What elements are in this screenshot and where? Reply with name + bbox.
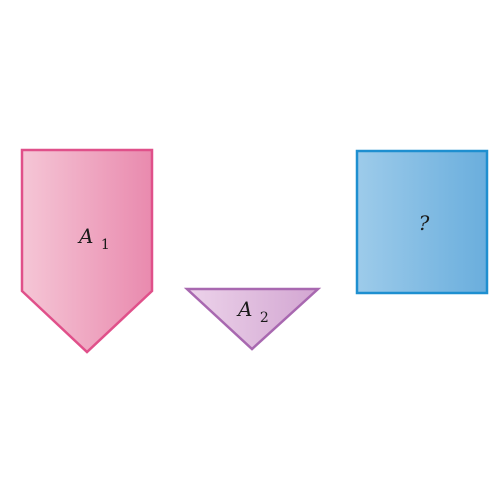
label-a1-main: A <box>77 224 93 248</box>
shape-unknown: ? <box>355 149 489 295</box>
label-a2: A 2 <box>236 297 269 326</box>
shape-a1: A 1 <box>20 148 154 354</box>
triangle-a2 <box>183 287 322 351</box>
label-a2-main: A <box>236 297 252 321</box>
square-unknown <box>355 149 489 295</box>
label-a2-sub: 2 <box>260 310 269 326</box>
pentagon-a1 <box>20 148 154 354</box>
shape-a2: A 2 <box>183 287 322 351</box>
label-a1: A 1 <box>77 224 110 253</box>
label-unknown: ? <box>419 211 430 235</box>
label-a1-sub: 1 <box>101 237 110 253</box>
